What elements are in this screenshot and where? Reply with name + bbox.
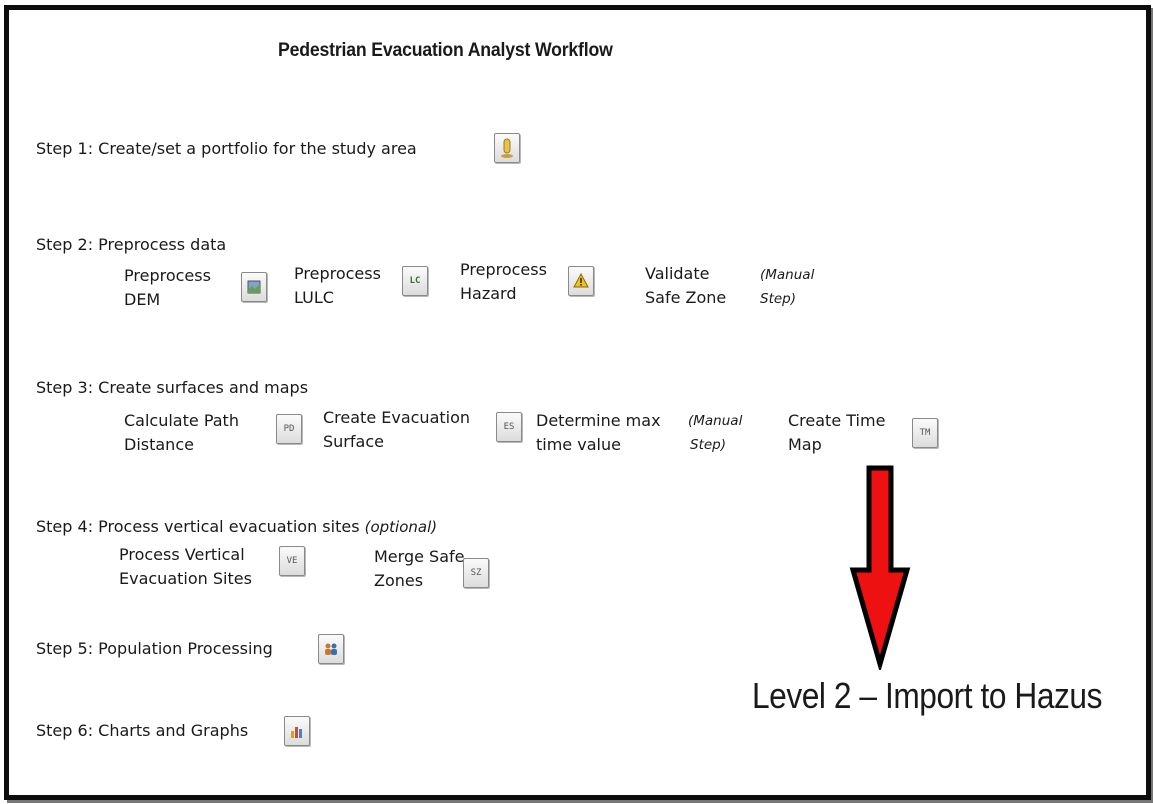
es-icon-text: ES <box>503 422 515 432</box>
manual-step-1-line2: Step) <box>760 291 797 307</box>
preprocess-hazard-line2: Hazard <box>460 284 517 303</box>
preprocess-dem-icon[interactable] <box>241 272 267 302</box>
vertical-sites-icon[interactable]: VE <box>279 546 305 576</box>
ve-icon-text: VE <box>286 556 298 566</box>
manual-step-2-line2: Step) <box>690 437 727 453</box>
manual-step-note-2: (Manual Step) <box>688 409 742 457</box>
time-map-icon[interactable]: TM <box>912 418 938 448</box>
evacuation-surface-label: Create Evacuation Surface <box>323 406 470 454</box>
evacuation-surface-icon[interactable]: ES <box>496 412 522 442</box>
evac-surface-line2: Surface <box>323 432 384 451</box>
step-2-label: Step 2: Preprocess data <box>36 235 227 254</box>
validate-line1: Validate <box>645 264 710 283</box>
step-3-label: Step 3: Create surfaces and maps <box>36 378 309 397</box>
merge-safe-line1: Merge Safe <box>374 547 465 566</box>
preprocess-hazard-label: Preprocess Hazard <box>460 258 547 306</box>
preprocess-hazard-icon[interactable] <box>568 266 594 296</box>
vertical-sites-label: Process Vertical Evacuation Sites <box>119 543 252 591</box>
vertical-sites-line2: Evacuation Sites <box>119 569 252 588</box>
population-icon[interactable] <box>318 634 344 664</box>
step-6-label: Step 6: Charts and Graphs <box>36 721 249 740</box>
vertical-sites-line1: Process Vertical <box>119 545 245 564</box>
preprocess-dem-line2: DEM <box>124 290 161 309</box>
pd-icon-text: PD <box>283 424 295 434</box>
max-time-label: Determine max time value <box>536 409 661 457</box>
validate-safe-zone-label: Validate Safe Zone <box>645 262 726 310</box>
step-4-optional: (optional) <box>364 518 438 536</box>
preprocess-hazard-line1: Preprocess <box>460 260 547 279</box>
path-distance-label: Calculate Path Distance <box>124 409 239 457</box>
preprocess-lulc-line1: Preprocess <box>294 264 381 283</box>
time-map-label: Create Time Map <box>788 409 885 457</box>
merge-safe-line2: Zones <box>374 571 424 590</box>
step-5-label: Step 5: Population Processing <box>36 639 273 658</box>
manual-step-note-1: (Manual Step) <box>760 263 814 311</box>
preprocess-dem-line1: Preprocess <box>124 266 211 285</box>
diagram-frame <box>4 5 1151 800</box>
validate-line2: Safe Zone <box>645 288 727 307</box>
sz-icon-text: SZ <box>470 568 482 578</box>
manual-step-2-line1: (Manual <box>688 413 743 429</box>
preprocess-dem-label: Preprocess DEM <box>124 264 211 312</box>
merge-safe-zones-label: Merge Safe Zones <box>374 545 464 593</box>
lulc-icon-text: LC <box>409 276 421 286</box>
step-4-label: Step 4: Process vertical evacuation site… <box>36 515 437 539</box>
charts-graphs-icon[interactable] <box>284 716 310 746</box>
evac-surface-line1: Create Evacuation <box>323 408 471 427</box>
level-2-label: Level 2 – Import to Hazus <box>752 675 1102 716</box>
step-4-text: Step 4: Process vertical evacuation site… <box>36 517 360 536</box>
manual-step-1-line1: (Manual <box>760 267 815 283</box>
preprocess-lulc-label: Preprocess LULC <box>294 262 381 310</box>
max-time-line1: Determine max <box>536 411 661 430</box>
max-time-line2: time value <box>536 435 621 454</box>
step-1-label: Step 1: Create/set a portfolio for the s… <box>36 139 417 158</box>
path-distance-line2: Distance <box>124 435 194 454</box>
merge-safe-zones-icon[interactable]: SZ <box>463 558 489 588</box>
path-distance-line1: Calculate Path <box>124 411 239 430</box>
path-distance-icon[interactable]: PD <box>276 414 302 444</box>
preprocess-lulc-line2: LULC <box>294 288 334 307</box>
time-map-line1: Create Time <box>788 411 886 430</box>
portfolio-pin-icon[interactable] <box>494 133 520 163</box>
diagram-title: Pedestrian Evacuation Analyst Workflow <box>278 40 613 61</box>
tm-icon-text: TM <box>919 428 931 438</box>
time-map-line2: Map <box>788 435 822 454</box>
import-arrow-icon <box>849 465 911 670</box>
preprocess-lulc-icon[interactable]: LC <box>402 266 428 296</box>
